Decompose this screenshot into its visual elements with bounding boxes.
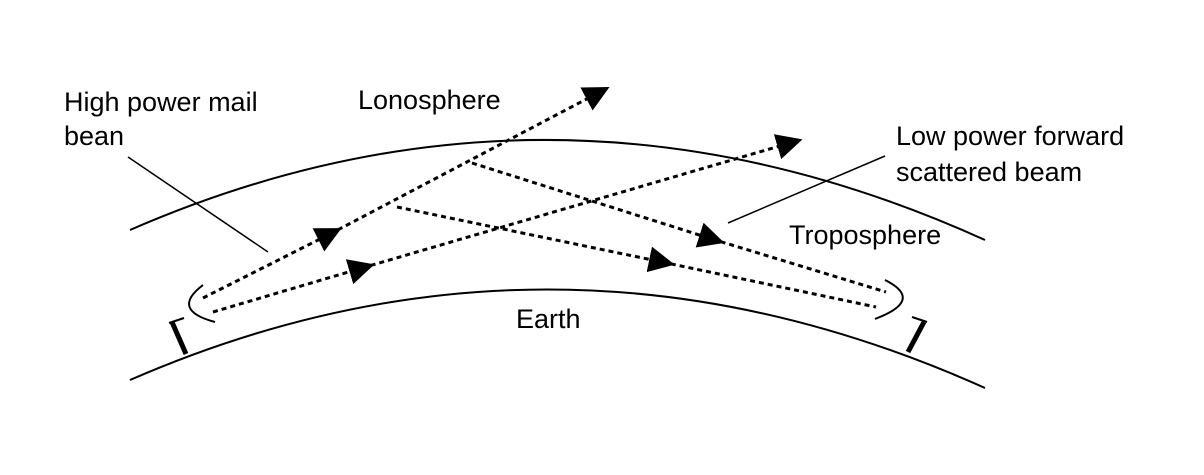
ionosphere-label: Lonosphere	[358, 85, 501, 115]
earth-label: Earth	[516, 304, 581, 334]
high-power-beam-lower-segment	[202, 228, 342, 300]
forward-beam-lower-segment	[212, 259, 375, 314]
scattered-beam-lower-segment-b	[661, 260, 877, 309]
high-power-beam-upper-segment	[329, 86, 610, 236]
low-power-leader-line	[727, 155, 886, 224]
left-antenna	[168, 284, 216, 356]
scattered-beam-upper-segment-a	[471, 161, 725, 248]
left-antenna-mast	[169, 320, 189, 356]
scattered-beam-lower-segment-a	[396, 205, 675, 273]
low-power-label-line1: Low power forward	[896, 121, 1124, 151]
left-antenna-mast-top	[168, 317, 185, 324]
right-antenna-mast-top	[911, 316, 928, 323]
high-power-label-line2: bean	[64, 121, 124, 151]
troposphere-label: Troposphere	[789, 220, 941, 250]
right-antenna-dish	[874, 279, 904, 320]
high-power-label-line1: High power mail	[64, 87, 258, 117]
left-antenna-dish	[188, 284, 216, 323]
high-power-leader-line	[127, 156, 269, 253]
low-power-label-line2: scattered beam	[896, 157, 1082, 187]
right-antenna-mast	[905, 320, 927, 354]
forward-beam-upper-segment	[361, 134, 803, 270]
right-antenna	[874, 279, 928, 354]
scattered-beam-upper-segment-b	[711, 237, 887, 294]
earth-surface	[129, 288, 986, 389]
troposphere-boundary	[129, 138, 986, 241]
